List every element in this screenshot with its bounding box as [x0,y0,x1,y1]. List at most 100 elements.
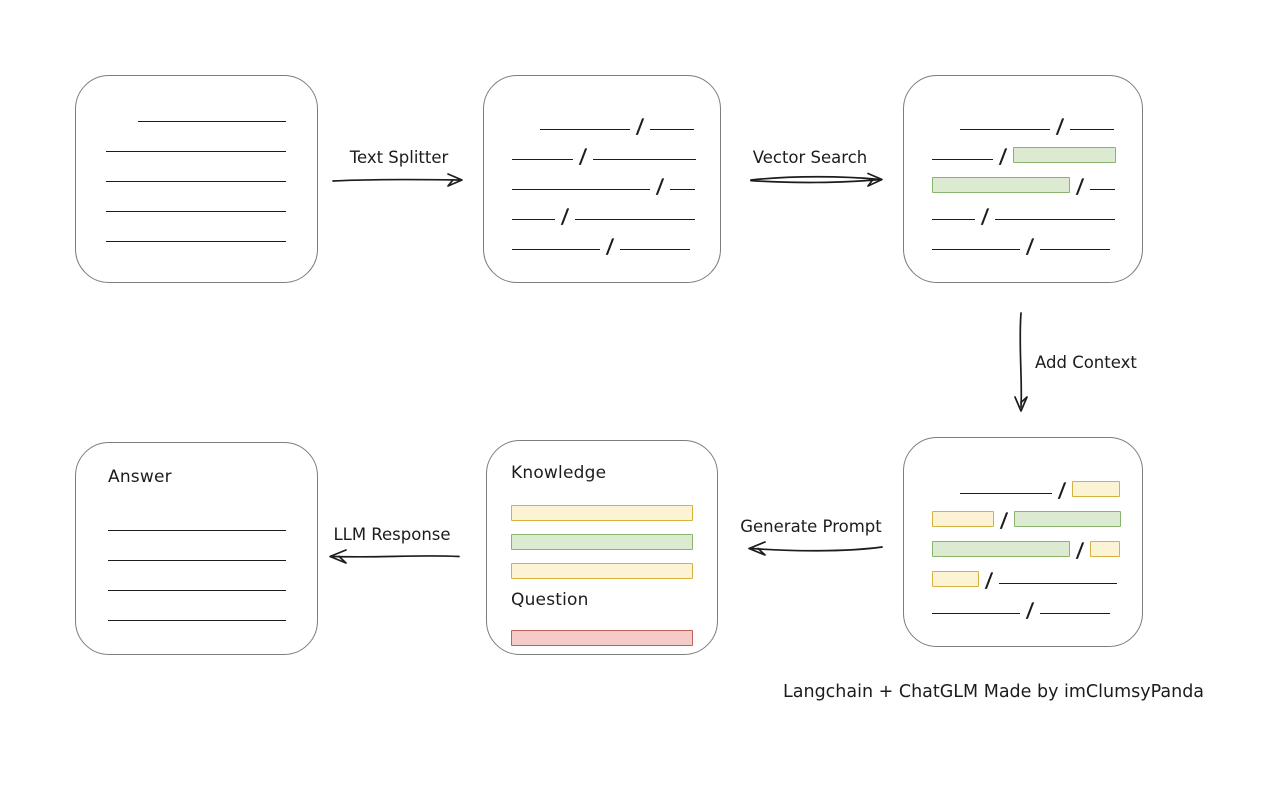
text-line [106,241,286,242]
text-line [1070,129,1114,130]
segment-row: / [932,494,1142,532]
generate-prompt-arrow [748,541,883,556]
bar-red-highlight [511,630,693,646]
slash-separator: / [1075,538,1085,562]
vector-result-box: / / / / / [903,75,1143,283]
text-line [108,620,286,621]
segment-row: / [960,100,1142,138]
segment-row [108,531,289,561]
segment-row: / [512,160,720,198]
bar-yellow-highlight [932,511,994,527]
text-line [650,129,694,130]
segment-row [106,152,317,182]
segment-row: / [932,130,1142,168]
bar-yellow-highlight [511,563,693,579]
bar-green-highlight [932,541,1070,557]
context-result-rows: ///// [904,438,1142,622]
slash-separator: / [1025,234,1035,258]
text-line [575,219,695,220]
vector-search-arrow [750,172,883,187]
segment-row [108,591,289,621]
segment-row [511,547,693,579]
segment-row [106,212,317,242]
add-context-label: Add Context [1035,353,1137,372]
segment-row: / [932,220,1142,258]
text-line [999,583,1117,584]
text-line [960,129,1050,130]
answer-label: Answer [108,467,172,487]
text-line [932,219,975,220]
text-line [512,219,555,220]
segment-row [511,518,693,550]
bar-yellow-highlight [1072,481,1120,497]
text-splitter-label: Text Splitter [349,148,449,167]
context-result-box: ///// [903,437,1143,647]
segment-row: / [932,554,1142,592]
generate-prompt-label: Generate Prompt [740,517,882,536]
slash-separator: / [605,234,615,258]
segment-row: / [540,100,720,138]
text-line [1040,249,1110,250]
text-line [932,613,1020,614]
llm-response-arrow [329,549,460,564]
slash-separator: / [655,174,665,198]
segment-row [511,614,693,646]
text-line [932,159,993,160]
text-line [106,211,286,212]
segment-row [106,122,317,152]
segment-row: / [960,464,1142,502]
question-label: Question [511,590,589,610]
answer-box: Answer [75,442,318,655]
segment-row [108,561,289,591]
split-text-box: / / / / / [483,75,721,283]
slash-separator: / [998,144,1008,168]
text-line [1040,613,1110,614]
bar-yellow-highlight [1090,541,1120,557]
vector-result-rows: / / / / / [904,76,1142,258]
text-line [512,249,600,250]
text-line [106,181,286,182]
answer-lines [108,501,289,621]
bar-yellow-highlight [932,571,979,587]
text-line [932,249,1020,250]
bar-green-highlight [511,534,693,550]
knowledge-label: Knowledge [511,463,607,483]
knowledge-bars [511,489,693,579]
text-line [620,249,690,250]
slash-separator: / [984,568,994,592]
text-line [106,151,286,152]
segment-row [108,501,289,531]
segment-row: / [932,524,1142,562]
llm-response-label: LLM Response [333,525,451,544]
slash-separator: / [578,144,588,168]
text-line [960,493,1052,494]
slash-separator: / [999,508,1009,532]
text-line [670,189,695,190]
bar-yellow-highlight [511,505,693,521]
segment-row [511,489,693,521]
slash-separator: / [1057,478,1067,502]
source-document-lines [76,76,317,242]
text-line [108,530,286,531]
segment-row: / [512,220,720,258]
vector-search-label: Vector Search [752,148,868,167]
text-line [108,590,286,591]
slash-separator: / [560,204,570,228]
split-text-rows: / / / / / [484,76,720,258]
text-line [995,219,1115,220]
segment-row: / [512,130,720,168]
segment-row [106,182,317,212]
text-line [593,159,696,160]
segment-row [138,92,317,122]
text-line [1090,189,1115,190]
add-context-arrow [1014,312,1028,412]
text-line [512,159,573,160]
bar-green-highlight [1014,511,1121,527]
prompt-box: Knowledge Question [486,440,718,655]
credit-text: Langchain + ChatGLM Made by imClumsyPand… [783,682,1205,702]
segment-row: / [932,584,1142,622]
slash-separator: / [980,204,990,228]
slash-separator: / [1075,174,1085,198]
source-document-box [75,75,318,283]
